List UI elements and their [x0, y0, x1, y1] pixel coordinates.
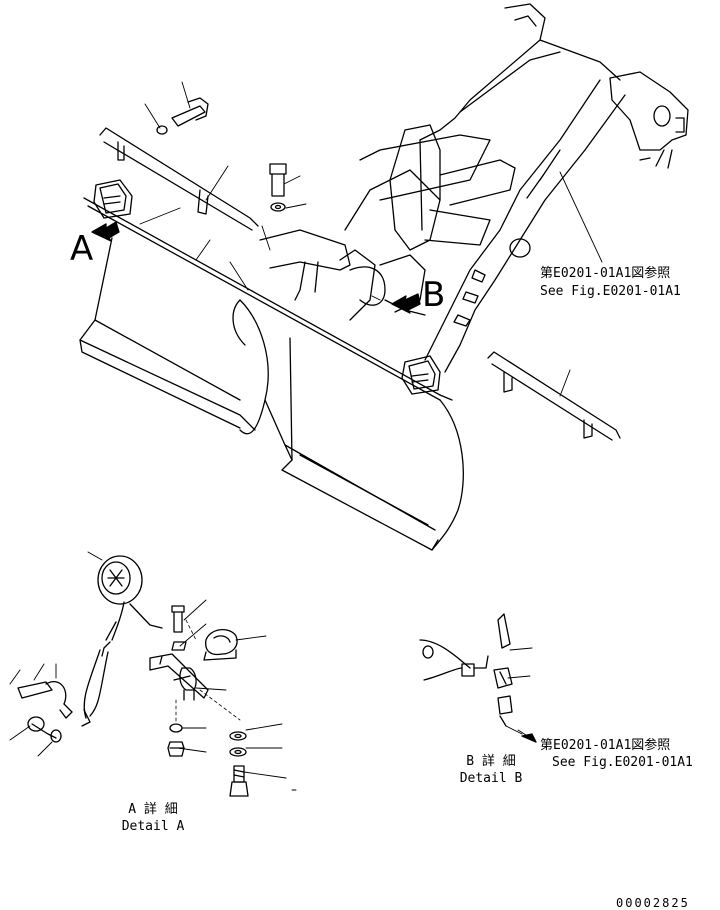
- main-reference-jp: 第E0201-01A1図参照: [540, 266, 671, 281]
- guard-rail-right: [487, 351, 621, 441]
- detail-b-caption-jp: B 詳 細: [466, 754, 516, 769]
- bolt-center: [269, 163, 287, 212]
- guard-rail-left: [99, 127, 259, 231]
- detail-a-caption-jp: A 詳 細: [128, 802, 178, 817]
- lift-frame: [259, 3, 689, 373]
- right-lamp: [401, 355, 441, 395]
- main-reference-en: See Fig.E0201-01A1: [540, 284, 681, 299]
- detail-b-drawing: [419, 613, 535, 741]
- detail-b-caption-en: Detail B: [459, 771, 523, 786]
- detail-b-reference-en: See Fig.E0201-01A1: [552, 755, 693, 770]
- blade: [79, 197, 464, 551]
- bolt-top: [156, 97, 209, 135]
- detail-b-arrow: [521, 733, 537, 743]
- detail-a-drawing: [17, 551, 249, 797]
- detail-a-caption-en: Detail A: [121, 819, 185, 834]
- detail-a-leaders: [9, 599, 297, 791]
- page-number: 00002825: [616, 896, 690, 910]
- view-b-label: B: [422, 275, 446, 315]
- detail-b-reference-jp: 第E0201-01A1図参照: [540, 738, 671, 753]
- left-lamp: [93, 179, 133, 219]
- view-a-label: A: [70, 229, 94, 269]
- leader-lines: [139, 81, 603, 397]
- view-arrows: [91, 221, 421, 314]
